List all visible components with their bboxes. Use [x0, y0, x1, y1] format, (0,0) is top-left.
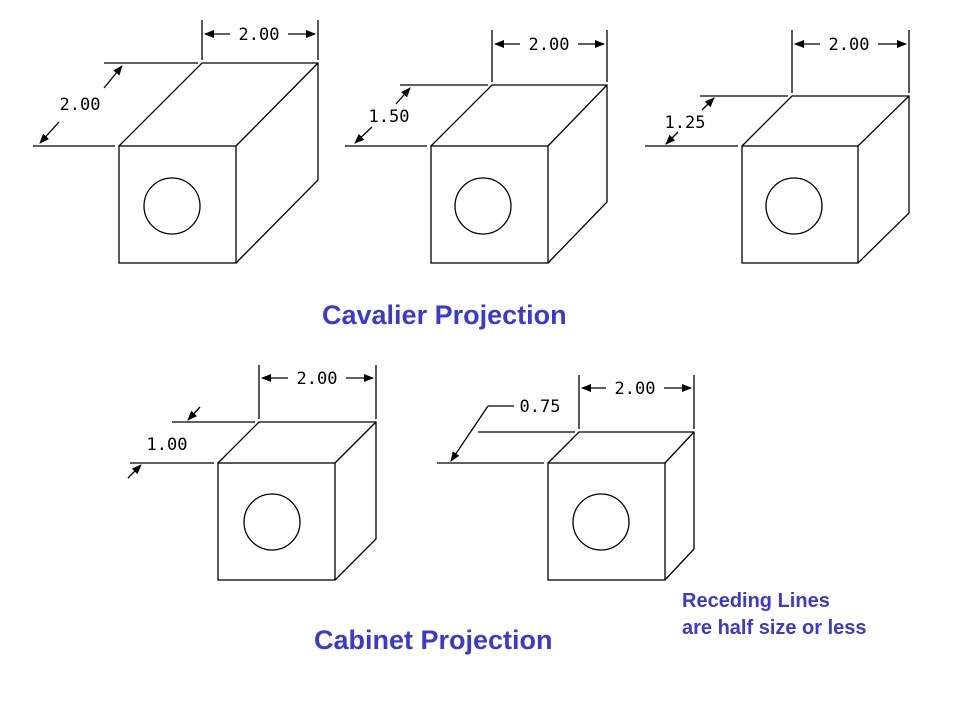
- cabinet-block-2: [437, 375, 695, 581]
- receding-lines-note: Receding Lines are half size or less: [682, 588, 867, 642]
- cavalier-1-depth-label: 2.00: [60, 95, 101, 115]
- cabinet-1-width-label: 2.00: [297, 369, 338, 389]
- hole-circle: [243, 493, 301, 551]
- hole-circle: [572, 493, 630, 551]
- front-face: [547, 462, 666, 581]
- depth-dimension-line: [39, 121, 60, 144]
- note-line-2: are half size or less: [682, 617, 867, 639]
- cavalier-2-depth-label: 1.50: [369, 107, 410, 127]
- cavalier-projection-title: Cavalier Projection: [322, 300, 567, 330]
- cavalier-block-1: [33, 20, 319, 264]
- depth-dimension-line: [395, 87, 411, 105]
- cabinet-projection-title: Cabinet Projection: [314, 625, 553, 655]
- front-face: [741, 145, 859, 264]
- cavalier-block-2: [345, 30, 608, 264]
- cavalier-2-width-label: 2.00: [529, 35, 570, 55]
- cabinet-block-1: [127, 365, 377, 581]
- receding-edge: [235, 62, 319, 147]
- depth-dimension-line: [701, 97, 715, 111]
- cabinet-2-width-label: 2.00: [615, 379, 656, 399]
- hole-circle: [454, 177, 512, 235]
- depth-dimension-line: [187, 406, 201, 421]
- receding-edge: [547, 84, 608, 147]
- depth-dimension-line: [103, 65, 123, 89]
- front-face: [217, 462, 336, 581]
- cabinet-1-depth-label: 1.00: [147, 435, 188, 455]
- front-face: [118, 145, 237, 264]
- receding-edges: [547, 431, 695, 581]
- cavalier-3-depth-label: 1.25: [665, 113, 706, 133]
- depth-dimension-line: [450, 405, 489, 462]
- cavalier-3-width-label: 2.00: [829, 35, 870, 55]
- note-line-1: Receding Lines: [682, 590, 830, 612]
- front-face: [430, 145, 549, 264]
- depth-dimension-line: [127, 464, 142, 479]
- depth-dimension-line: [665, 131, 679, 145]
- receding-edge: [334, 421, 377, 464]
- receding-edge: [857, 95, 910, 147]
- hole-circle: [765, 177, 823, 235]
- depth-dimension-line: [354, 126, 373, 144]
- hole-circle: [143, 177, 201, 235]
- receding-edge: [664, 431, 695, 464]
- cavalier-block-3: [645, 30, 910, 264]
- cabinet-2-depth-label: 0.75: [520, 397, 561, 417]
- cavalier-1-width-label: 2.00: [239, 25, 280, 45]
